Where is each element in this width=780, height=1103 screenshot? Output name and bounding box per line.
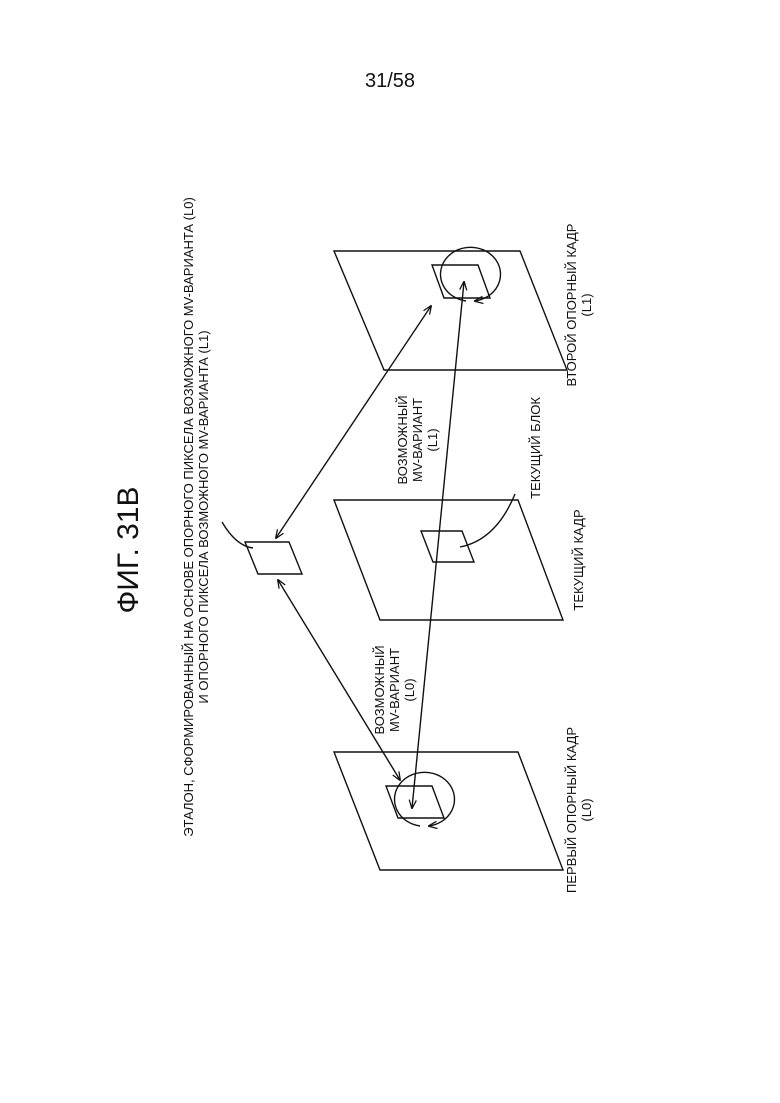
mv-l0-line1: ВОЗМОЖНЫЙ [372,645,387,734]
current-frame-label: ТЕКУЩИЙ КАДР [571,509,586,610]
figure-title: ФИГ. 31B [112,486,145,613]
current-block-label: ТЕКУЩИЙ БЛОК [528,397,543,499]
second-reference-frame [334,251,567,370]
mv-l1-line1: ВОЗМОЖНЫЙ [395,395,410,484]
current-frame [334,500,563,620]
first-ref-line1: ПЕРВЫЙ ОПОРНЫЙ КАДР [564,727,579,893]
template-caption: ЭТАЛОН, СФОРМИРОВАННЫЙ НА ОСНОВЕ ОПОРНОГ… [181,197,211,837]
mv-candidate-l1-label: ВОЗМОЖНЫЙ MV-ВАРИАНТ (L1) [395,395,440,484]
leader-current-block [460,494,515,547]
second-reference-frame-label: ВТОРОЙ ОПОРНЫЙ КАДР (L1) [564,224,594,387]
second-ref-line2: (L1) [579,293,594,316]
leader-template [222,522,253,548]
first-reference-frame [334,752,563,870]
mv-l0-line2: MV-ВАРИАНТ [387,648,402,732]
template-block [245,542,302,574]
arrow-mv-l0-l1 [412,282,464,808]
mv-l1-line3: (L1) [425,428,440,451]
mv-l1-line2: MV-ВАРИАНТ [410,398,425,482]
mv-candidate-l0-label: ВОЗМОЖНЫЙ MV-ВАРИАНТ (L0) [372,645,417,734]
mv-l0-line3: (L0) [402,678,417,701]
template-caption-line1: ЭТАЛОН, СФОРМИРОВАННЫЙ НА ОСНОВЕ ОПОРНОГ… [181,197,196,837]
second-ref-line1: ВТОРОЙ ОПОРНЫЙ КАДР [564,224,579,387]
first-ref-line2: (L0) [579,798,594,821]
rotation-circle-l1 [441,247,501,301]
template-caption-line2: И ОПОРНОГО ПИКСЕЛА ВОЗМОЖНОГО MV-ВАРИАНТ… [196,330,211,703]
first-reference-frame-label: ПЕРВЫЙ ОПОРНЫЙ КАДР (L0) [564,727,594,893]
current-block [421,531,474,562]
